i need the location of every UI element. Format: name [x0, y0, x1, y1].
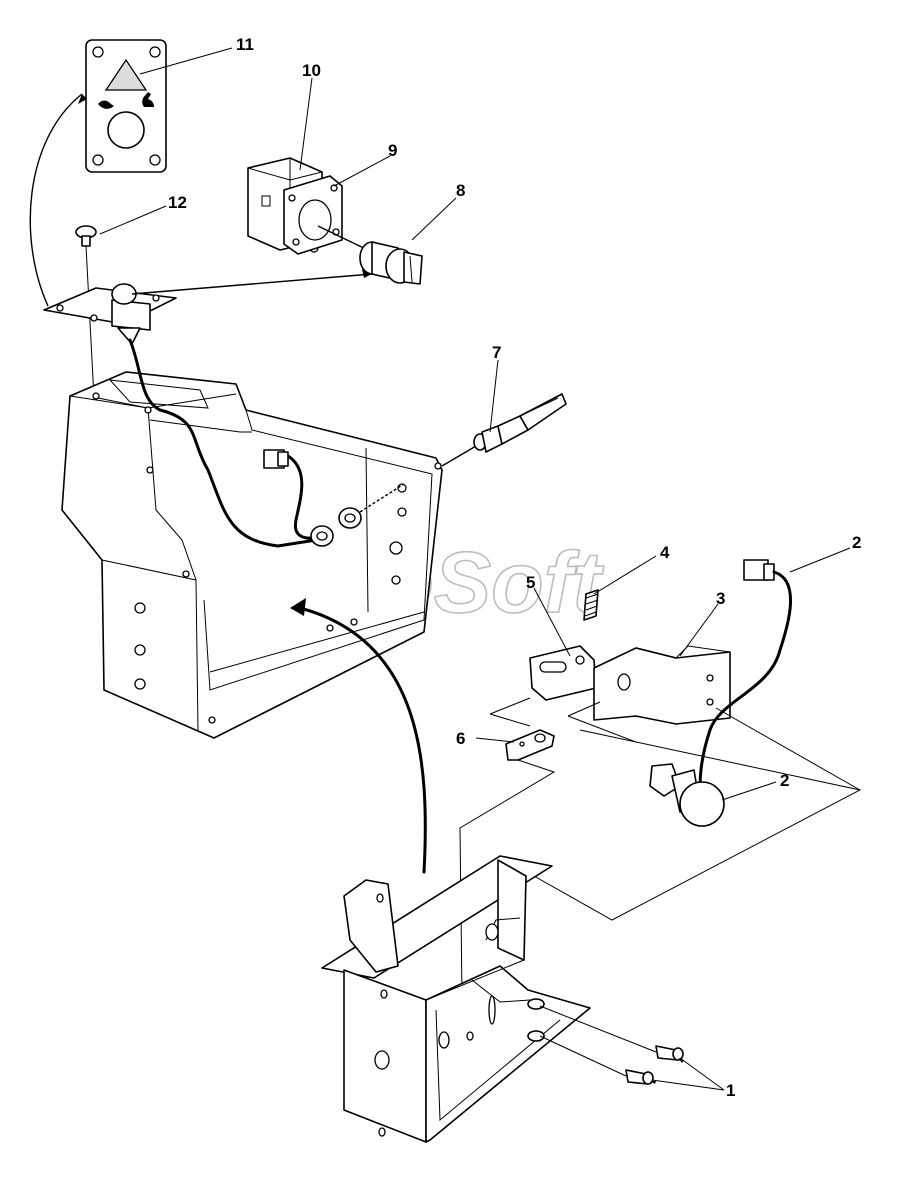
decal-plate — [85, 39, 167, 173]
callout-12: 12 — [168, 193, 187, 212]
callout-4: 4 — [660, 543, 670, 562]
callout-10: 10 — [302, 61, 321, 80]
callout-leaders — [99, 47, 851, 1091]
callout-2-connector: 2 — [852, 533, 861, 552]
hare-icon — [142, 92, 154, 107]
callout-8: 8 — [456, 181, 465, 200]
arrow-bracket-to-housing — [298, 606, 427, 874]
callout-11: 11 — [236, 35, 254, 54]
assembly-guide-lines — [459, 697, 862, 997]
spring-4 — [583, 589, 599, 621]
warning-triangle-icon — [104, 58, 148, 91]
switch-mount-plate — [43, 283, 177, 345]
callout-1: 1 — [726, 1081, 735, 1100]
callout-labels: 11 10 9 8 12 7 4 5 3 2 2 6 1 — [168, 35, 861, 1100]
callout-9: 9 — [388, 141, 397, 160]
callout-6: 6 — [456, 729, 465, 748]
callout-2-switch: 2 — [780, 771, 789, 790]
arrow-to-key-switch — [131, 273, 373, 295]
slotted-plate-5 — [529, 645, 597, 701]
callout-5: 5 — [526, 573, 535, 592]
micro-switch-2 — [649, 559, 793, 827]
screw-12 — [75, 225, 97, 399]
cable-fitting-7 — [441, 393, 567, 467]
wiring-harness — [128, 338, 405, 548]
angle-bracket-3 — [593, 645, 731, 725]
tab-6 — [505, 729, 555, 761]
callout-3: 3 — [716, 589, 725, 608]
lower-frame-bracket — [321, 855, 591, 1143]
arrow-to-decal — [29, 93, 83, 307]
switch-mounting-flange — [283, 175, 343, 255]
tortoise-icon — [98, 100, 114, 109]
control-box-housing — [61, 371, 443, 739]
callout-7: 7 — [492, 343, 501, 362]
